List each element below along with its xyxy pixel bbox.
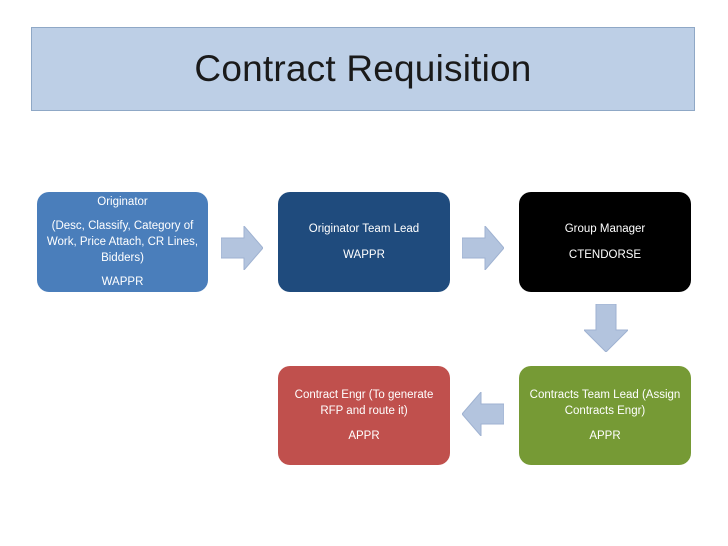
slide-title: Contract Requisition [194, 47, 532, 89]
node-status-label: CTENDORSE [568, 248, 642, 261]
node-status-label: WAPPR [101, 275, 144, 288]
arrow-right-icon [462, 226, 504, 270]
process-node-contracts-team-lead[interactable]: Contracts Team Lead (Assign Contracts En… [519, 366, 691, 465]
node-role-label: Contract Engr (To generate RFP and route… [294, 388, 434, 417]
node-status-label: WAPPR [343, 248, 385, 261]
process-node-contract-engr[interactable]: Contract Engr (To generate RFP and route… [278, 366, 450, 465]
arrow-left-icon [462, 392, 504, 436]
process-node-group-manager[interactable]: Group Manager CTENDORSE [519, 192, 691, 292]
node-status-label: APPR [589, 430, 621, 443]
arrow-right-icon [221, 226, 263, 270]
process-node-originator-team-lead[interactable]: Originator Team Lead WAPPR [278, 192, 450, 292]
node-role-label: Group Manager [564, 223, 646, 236]
node-role-label: Originator Team Lead [308, 223, 420, 236]
arrow-down-icon [584, 304, 628, 352]
node-detail-label: (Desc, Classify, Category of Work, Price… [46, 219, 199, 265]
node-role-label: Originator [97, 196, 148, 209]
node-status-label: APPR [348, 430, 380, 443]
node-role-label: Contracts Team Lead (Assign Contracts En… [529, 388, 681, 417]
slide-title-banner: Contract Requisition [31, 27, 695, 111]
process-node-originator[interactable]: Originator (Desc, Classify, Category of … [37, 192, 208, 292]
